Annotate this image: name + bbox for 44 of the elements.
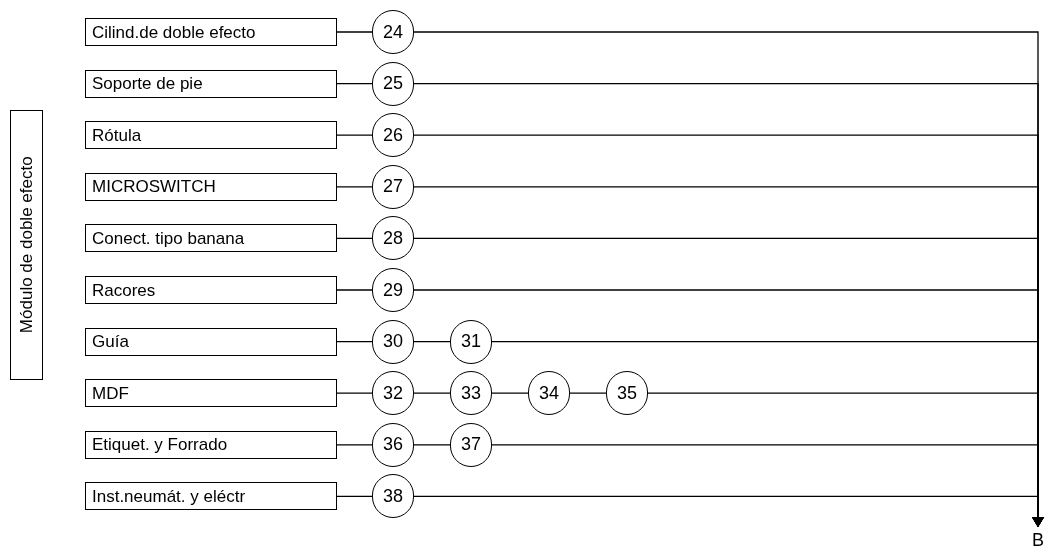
- connector-line: [336, 392, 373, 394]
- connector-line: [336, 82, 373, 85]
- callout-number: 30: [372, 319, 414, 364]
- callout-number: 26: [372, 113, 414, 158]
- component-box: Conect. tipo banana: [85, 224, 337, 253]
- component-box: Racores: [85, 276, 337, 304]
- callout-number: 27: [372, 164, 414, 209]
- callout-number: 34: [528, 371, 570, 416]
- component-box: Rótula: [85, 121, 337, 150]
- connector-line: [336, 444, 373, 446]
- callout-number: 38: [372, 474, 414, 519]
- connector-line: [413, 392, 451, 394]
- component-box: MICROSWITCH: [85, 172, 337, 201]
- connector-line: [336, 134, 373, 136]
- connector-line: [569, 392, 607, 394]
- callout-number: 24: [372, 10, 414, 54]
- component-box: MDF: [85, 379, 337, 408]
- component-box: Etiquet. y Forrado: [85, 430, 337, 459]
- connector-line: [336, 237, 373, 240]
- callout-number: 31: [450, 319, 492, 364]
- vertical-label: Módulo de doble efecto: [15, 156, 37, 334]
- callout-number: 28: [372, 216, 414, 261]
- callout-number: 35: [606, 371, 648, 416]
- connector-line: [336, 31, 373, 33]
- connector-line: [336, 340, 373, 343]
- connector-line: [336, 186, 373, 188]
- callout-number: 25: [372, 61, 414, 106]
- component-box: Inst.neumát. y eléctr: [85, 482, 337, 511]
- connector-line: [413, 444, 451, 446]
- connector-line: [336, 495, 373, 498]
- component-box: Cilind.de doble efecto: [85, 18, 337, 46]
- arrow: [413, 495, 1044, 528]
- connector-line: [491, 392, 529, 394]
- end-label: B: [1028, 527, 1048, 553]
- callout-number: 33: [450, 371, 492, 416]
- component-box: Guía: [85, 327, 337, 356]
- callout-number: 29: [372, 268, 414, 312]
- label-box: [10, 110, 43, 380]
- callout-number: 37: [450, 422, 492, 467]
- component-box: Soporte de pie: [85, 69, 337, 98]
- connector-line: [336, 289, 373, 291]
- callout-number: 32: [372, 371, 414, 416]
- callout-number: 36: [372, 422, 414, 467]
- connector-line: [413, 340, 451, 343]
